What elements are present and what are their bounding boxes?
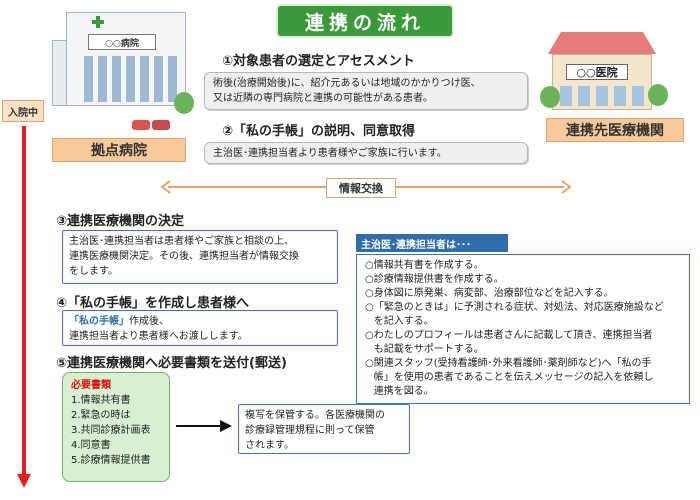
tree-icon [540, 86, 560, 108]
step3-text-line: をします。 [69, 266, 118, 277]
car-icon [152, 120, 170, 130]
required-doc-item: 4.同意書 [71, 440, 111, 451]
panel-list-item: ○情報共有書を作成する。 [365, 259, 681, 273]
exchange-label: 情報交換 [326, 178, 396, 198]
required-docs-title: 必要書類 [71, 380, 111, 391]
storage-note-line: 複写を保管する。各医療機関の [245, 410, 385, 421]
panel-item-line: 連携を図る。 [373, 386, 434, 397]
step3-text-line: 主治医･連携担当者は患者様やご家族と相談の上、 [69, 236, 294, 247]
step1-box: 術後(治療開始後)に、紹介元あるいは地域のかかりつけ医、 又は近隣の専門病院と連… [204, 72, 528, 110]
panel-list-item: ○診療情報提供書を作成する。 [365, 273, 681, 287]
base-hospital-label: 拠点病院 [52, 138, 186, 162]
circle-bullet-icon: ○ [365, 274, 374, 285]
tree-icon [174, 92, 194, 114]
timeline-down-arrow-icon [17, 126, 31, 488]
panel-item-line: 情報共有書を作成する。 [373, 260, 484, 271]
step4-text-rest: 作成後、 [129, 316, 169, 327]
clinic-roof [548, 32, 656, 54]
inpatient-label: 入院中 [2, 100, 44, 122]
required-doc-item: 3.共同診療計画表 [71, 425, 151, 436]
circle-bullet-icon: ○ [365, 288, 374, 299]
panel-item-text: 情報共有書を作成する。 [374, 259, 484, 273]
step1-heading: ①対象患者の選定とアセスメント [222, 54, 415, 69]
step3-box: 主治医･連携担当者は患者様やご家族と相談の上、 連携医療機関決定。その後、連携担… [62, 230, 338, 284]
step2-box: 主治医･連携担当者より患者様やご家族に行います。 [204, 142, 528, 164]
panel-list-item: ○身体図に原発巣、病変部、治療部位などを記入する。 [365, 287, 681, 301]
car-icon [132, 120, 150, 130]
storage-note-line: されます。 [245, 440, 294, 451]
panel-item-text: 「緊急のときは」に予測される症状、対処法、対応医療施設などを記入する。 [374, 301, 664, 329]
hospital-sign: ○○病院 [88, 34, 156, 50]
panel-item-text: わたしのプロフィールは患者さんに記載して頂き、連携担当者も記載をサポートする。 [374, 329, 653, 357]
panel-item-line: わたしのプロフィールは患者さんに記載して頂き、連携担当者 [373, 330, 653, 341]
circle-bullet-icon: ○ [365, 358, 374, 369]
panel-item-text: 身体図に原発巣、病変部、治療部位などを記入する。 [374, 287, 614, 301]
partner-clinic-label: 連携先医療機関 [546, 118, 684, 142]
panel-list-item: ○わたしのプロフィールは患者さんに記載して頂き、連携担当者も記載をサポートする。 [365, 329, 681, 357]
panel-item-line: 「緊急のときは」に予測される症状、対処法、対応医療施設など [373, 302, 664, 313]
step4-text-line: 「私の手帳」作成後、 [69, 314, 331, 329]
circle-bullet-icon: ○ [365, 330, 374, 341]
panel-item-text: 関連スタッフ(受持看護師･外来看護師･薬剤師など)へ「私の手帳」を使用の患者であ… [374, 357, 654, 399]
step4-highlight: 「私の手帳」 [69, 316, 129, 327]
clinic-windows [560, 86, 644, 106]
step2-text-line: 主治医･連携担当者より患者様やご家族に行います。 [213, 148, 447, 159]
hospital-cross-icon [92, 16, 104, 28]
required-doc-item: 5.診療情報提供書 [71, 455, 151, 466]
step4-box: 「私の手帳」作成後、 連携担当者より患者様へお渡しします。 [62, 310, 338, 346]
clinic-sign: ○○医院 [566, 64, 628, 80]
step1-text-line: 又は近隣の専門病院と連携の可能性がある患者。 [213, 93, 433, 104]
required-docs-list: 1.情報共有書 2.緊急の時は 3.共同診療計画表 4.同意書 5.診療情報提供書 [71, 393, 161, 468]
right-arrow-icon [176, 420, 232, 432]
circle-bullet-icon: ○ [365, 260, 374, 271]
tree-icon [648, 84, 668, 106]
required-docs-box: 必要書類 1.情報共有書 2.緊急の時は 3.共同診療計画表 4.同意書 5.診療情報提… [62, 372, 170, 482]
required-doc-item: 2.緊急の時は [71, 410, 131, 421]
required-doc-item: 1.情報共有書 [71, 395, 131, 406]
step4-heading: ④「私の手帳」を作成し患者様へ [56, 296, 250, 311]
panel-item-text: 診療情報提供書を作成する。 [374, 273, 504, 287]
panel-item-line: を記入する。 [373, 316, 434, 327]
step4-text-line: 連携担当者より患者様へお渡しします。 [69, 331, 248, 342]
panel-list: ○情報共有書を作成する。○診療情報提供書を作成する。○身体図に原発巣、病変部、治… [365, 259, 681, 399]
panel-list-item: ○「緊急のときは」に予測される症状、対処法、対応医療施設などを記入する。 [365, 301, 681, 329]
panel-item-line: 帳」を使用の患者であることを伝えメッセージの記入を依頼し [373, 372, 654, 383]
panel-list-item: ○関連スタッフ(受持看護師･外来看護師･薬剤師など)へ「私の手帳」を使用の患者で… [365, 357, 681, 399]
page-title: 連携の流れ [278, 6, 452, 36]
panel-item-line: 関連スタッフ(受持看護師･外来看護師･薬剤師など)へ「私の手 [373, 358, 652, 369]
panel-item-line: も記載をサポートする。 [373, 344, 484, 355]
step1-text-line: 術後(治療開始後)に、紹介元あるいは地域のかかりつけ医、 [213, 78, 481, 89]
step3-heading: ③連携医療機関の決定 [56, 214, 185, 229]
step2-heading: ②「私の手帳」の説明、同意取得 [222, 124, 416, 139]
step5-heading: ⑤連携医療機関へ必要書類を送付(郵送) [56, 356, 287, 371]
storage-note-line: 診療録管理規程に則って保管 [245, 425, 375, 436]
panel-item-line: 診療情報提供書を作成する。 [373, 274, 504, 285]
storage-note-box: 複写を保管する。各医療機関の 診療録管理規程に則って保管 されます。 [238, 404, 410, 454]
panel-header: 主治医･連携担当者は･･･ [356, 234, 508, 252]
panel-item-line: 身体図に原発巣、病変部、治療部位などを記入する。 [373, 288, 614, 299]
hospital-windows [84, 56, 180, 102]
panel-box: ○情報共有書を作成する。○診療情報提供書を作成する。○身体図に原発巣、病変部、治… [356, 254, 690, 404]
circle-bullet-icon: ○ [365, 302, 374, 313]
step3-text-line: 連携医療機関決定。その後、連携担当者が情報交換 [69, 251, 299, 262]
